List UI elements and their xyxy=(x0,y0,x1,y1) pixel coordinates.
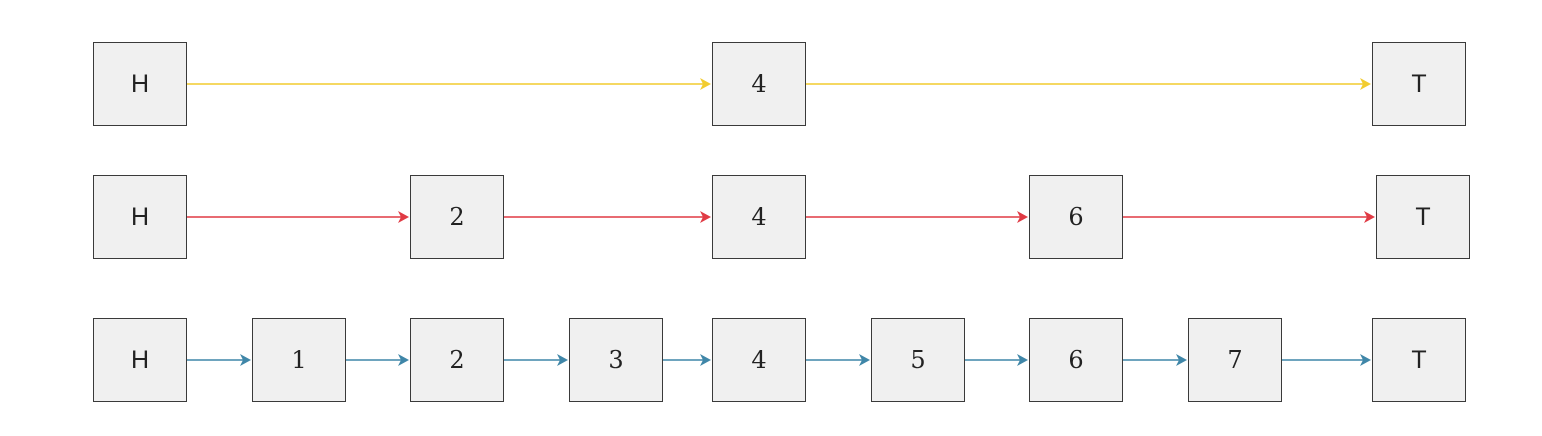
level-3-arrow-8 xyxy=(1282,354,1371,366)
level-1-arrow-1 xyxy=(187,78,711,90)
level-3-node-7-node: 7 xyxy=(1188,318,1282,402)
level-3-node-6-node: 6 xyxy=(1029,318,1123,402)
level-2-head-node: H xyxy=(93,175,187,259)
level-3-node-5-node: 5 xyxy=(871,318,965,402)
level-3-arrow-2 xyxy=(346,354,409,366)
level-3-node-1-node: 1 xyxy=(252,318,346,402)
level-3-node-2-node: 2 xyxy=(410,318,504,402)
level-1-node-4-node: 4 xyxy=(712,42,806,126)
level-2-arrow-2 xyxy=(504,211,711,223)
level-2-node-2-node: 2 xyxy=(410,175,504,259)
level-3-node-4-node: 4 xyxy=(712,318,806,402)
level-2-node-6-node: 6 xyxy=(1029,175,1123,259)
level-3-arrow-7 xyxy=(1123,354,1187,366)
level-1-head-node: H xyxy=(93,42,187,126)
level-3-arrow-4 xyxy=(663,354,711,366)
level-1-tail-node: T xyxy=(1372,42,1466,126)
level-3-arrow-5 xyxy=(806,354,870,366)
level-2-arrow-4 xyxy=(1123,211,1375,223)
level-2-node-4-node: 4 xyxy=(712,175,806,259)
level-3-arrow-6 xyxy=(965,354,1028,366)
level-2-tail-node: T xyxy=(1376,175,1470,259)
level-3-node-3-node: 3 xyxy=(569,318,663,402)
level-2-arrow-1 xyxy=(187,211,409,223)
level-3-arrow-1 xyxy=(187,354,251,366)
level-3-head-node: H xyxy=(93,318,187,402)
level-3-tail-node: T xyxy=(1372,318,1466,402)
level-1-arrow-2 xyxy=(806,78,1371,90)
level-2-arrow-3 xyxy=(806,211,1028,223)
level-3-arrow-3 xyxy=(504,354,568,366)
